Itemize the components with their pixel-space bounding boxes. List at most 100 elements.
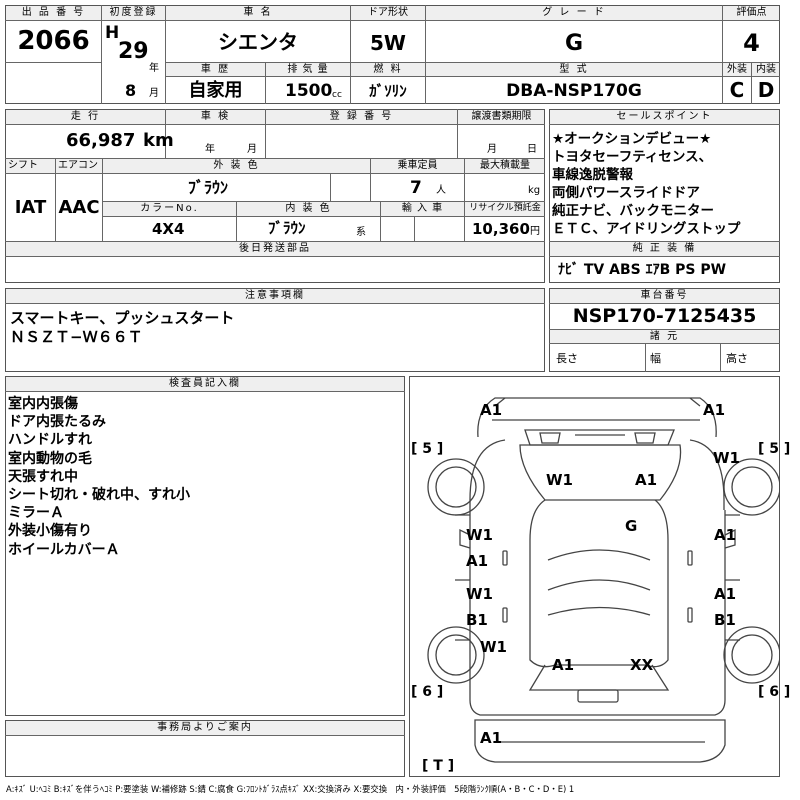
damage-front-door-left-2: A1 [466, 552, 489, 570]
damage-windshield-left: W1 [546, 471, 573, 489]
inspector-note: ホイールカバーＡ [8, 541, 120, 558]
damage-windshield-right: A1 [635, 471, 658, 489]
recycle-header: リサイクル預託金 [469, 203, 541, 213]
displacement-header: 排 気 量 [287, 64, 329, 75]
lot-number-header: 出 品 番 号 [21, 7, 86, 18]
exterior-score: C [729, 78, 745, 102]
fuel-header: 燃 料 [373, 64, 403, 75]
registration-no-header: 登 録 番 号 [329, 111, 394, 122]
car-name: シエンタ [218, 30, 298, 54]
door-type: 5W [370, 31, 406, 55]
month-unit: 月 [149, 88, 159, 99]
spec-height: 高さ [726, 352, 748, 365]
inspector-notes-box [5, 376, 405, 716]
genuine-equipment-header: 純 正 装 備 [632, 243, 697, 254]
max-load-unit: kg [528, 185, 541, 196]
sales-point: トヨタセーフティセンス、 [552, 149, 713, 165]
sales-point: ★オークションデビュー★ [552, 131, 712, 147]
aircon-header: エアコン [58, 160, 98, 171]
inspection-year-unit: 年 [205, 144, 215, 155]
office-notes-box [5, 720, 405, 777]
damage-front-right: A1 [703, 401, 726, 419]
damage-rear-door-left-2: B1 [466, 611, 488, 629]
specs-header: 諸 元 [649, 331, 680, 342]
door-type-header: ドア形状 [368, 7, 408, 18]
damage-front-left: A1 [480, 401, 503, 419]
notes-header: 注意事項欄 [245, 290, 305, 301]
color-no-header: カラーNo. [140, 203, 199, 214]
damage-rear-door-right-1: A1 [714, 585, 737, 603]
note-line: ＮＳＺＴ−Ｗ６６Ｔ [10, 328, 143, 346]
mileage: 66,987 [66, 130, 136, 151]
spec-width: 幅 [650, 352, 661, 365]
recycle-deposit: 10,360 [472, 220, 530, 238]
capacity: 7 [410, 178, 422, 198]
grade: G [564, 31, 584, 56]
tire-front-right: [ 5 ] [758, 441, 791, 457]
score-header: 評価点 [736, 7, 767, 18]
tire-rear-right: [ 6 ] [758, 684, 791, 700]
notes-box [5, 288, 545, 372]
note-line: スマートキー、プッシュスタート [10, 309, 235, 327]
interior-header: 内装 [756, 64, 776, 75]
damage-rear-fender-left: W1 [480, 638, 507, 656]
sales-points-list: ★オークションデビュー★ トヨタセーフティセンス、 車線逸脱警報 両側パワースラ… [552, 130, 778, 238]
interior-color: ﾌﾞﾗｳﾝ [268, 219, 306, 237]
chassis-no-header: 車台番号 [640, 290, 689, 301]
history: 自家用 [188, 80, 243, 101]
damage-rear-left: A1 [552, 656, 575, 674]
sales-point: 純正ナビ、バックモニター [552, 203, 714, 219]
lot-number: 2066 [17, 26, 90, 56]
inspector-note: ハンドルすれ [8, 432, 92, 449]
sales-points-header: セールスポイント [616, 111, 713, 122]
reg-year: 29 [118, 39, 149, 64]
displacement-unit: cc [332, 90, 342, 100]
damage-rear-door-right-2: B1 [714, 611, 736, 629]
genuine-equipment: ﾅﾋﾞ TV ABS ｴｱB PS PW [558, 262, 727, 278]
damage-rear-bumper: A1 [480, 729, 503, 747]
mileage-header: 走 行 [70, 111, 101, 122]
recycle-unit: 円 [530, 226, 540, 237]
spare-tire: [ T ] [422, 758, 455, 774]
damage-front-fender-right: W1 [713, 449, 740, 467]
sales-point: ＥＴＣ、アイドリングストップ [552, 221, 741, 237]
inspector-note: ミラーＡ [8, 505, 64, 522]
model-code-header: 型 式 [559, 64, 589, 75]
tire-front-left: [ 5 ] [411, 441, 444, 457]
sales-points-box [549, 109, 780, 283]
import-header: 輸 入 車 [401, 203, 444, 214]
era-letter: H [105, 23, 120, 43]
chassis-box [549, 288, 780, 372]
damage-rear-right: XX [630, 656, 654, 674]
exterior-color-header: 外 装 色 [213, 160, 260, 171]
vehicle-summary-box [5, 5, 780, 104]
capacity-header: 乗車定員 [397, 160, 438, 171]
exterior-header: 外装 [727, 64, 747, 75]
car-name-header: 車 名 [243, 7, 273, 18]
inspector-notes-list: 室内内張傷 ドア内張たるみ ハンドルすれ 室内動物の毛 天張すれ中 シート切れ・… [8, 395, 190, 559]
inspection-month-unit: 月 [247, 144, 257, 155]
inspector-note: 室内内張傷 [8, 396, 78, 412]
damage-front-door-right: A1 [714, 526, 737, 544]
details-box [5, 109, 545, 283]
notes-list: スマートキー、プッシュスタート ＮＳＺＴ−Ｗ６６Ｔ [10, 309, 234, 347]
history-header: 車 歴 [200, 64, 231, 75]
transfer-day-unit: 日 [527, 144, 537, 155]
transfer-month-unit: 月 [487, 144, 497, 155]
later-parts-header: 後日発送部品 [239, 243, 311, 254]
inspection-header: 車 検 [200, 111, 231, 122]
interior-color-header: 内 装 色 [285, 203, 332, 214]
inspector-note: 室内動物の毛 [8, 450, 92, 467]
inspector-note: シート切れ・破れ中、すれ小 [8, 487, 190, 504]
sales-point: 両側パワースライドドア [552, 185, 700, 201]
color-no: 4X4 [152, 220, 185, 238]
interior-color-unit: 系 [356, 227, 366, 238]
overall-score: 4 [743, 29, 760, 57]
displacement: 1500 [285, 81, 333, 101]
inspector-note: 天張すれ中 [8, 468, 78, 485]
sales-point: 車線逸脱警報 [552, 167, 633, 183]
interior-score: D [757, 78, 775, 102]
shift: IAT [14, 197, 47, 218]
damage-front-door-left-1: W1 [466, 526, 493, 544]
reg-month: 8 [125, 81, 137, 100]
